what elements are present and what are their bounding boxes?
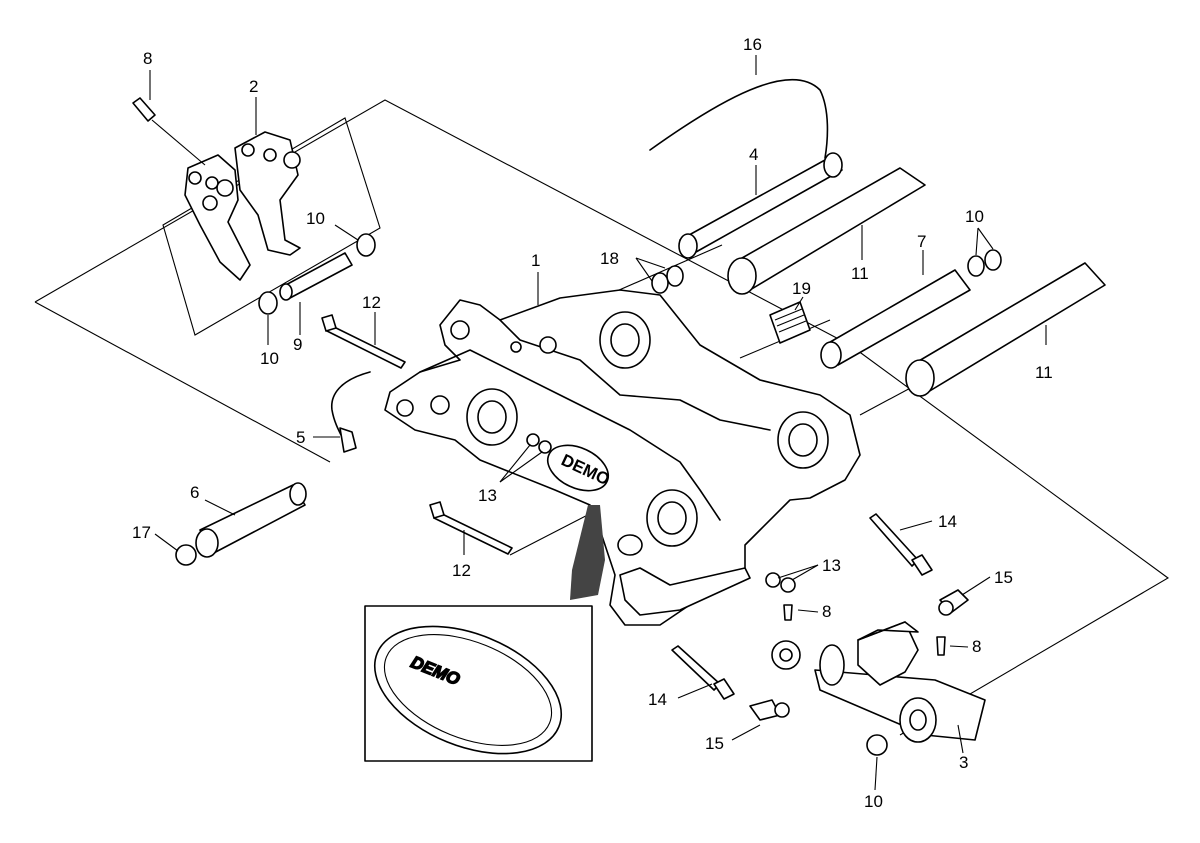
part-11-pin-upper <box>727 167 926 295</box>
leader-lines <box>149 55 1047 791</box>
callout-8: 8 <box>972 637 981 656</box>
callout-7: 7 <box>917 232 926 251</box>
part-8-grease-nipple <box>132 97 206 166</box>
callout-13: 13 <box>478 486 497 505</box>
callout-12: 12 <box>452 561 471 580</box>
callout-14: 14 <box>648 690 667 709</box>
part-6-pin <box>195 482 307 558</box>
part-14-hose-upper <box>869 513 933 576</box>
callout-labels: 8 2 16 4 10 10 9 12 5 6 17 1 18 11 7 10 … <box>132 35 1053 811</box>
part-9-pin <box>279 252 353 301</box>
part-3-cylinder <box>771 621 986 743</box>
part-4-pin <box>678 152 843 259</box>
callout-10: 10 <box>864 792 883 811</box>
part-12-bolt-upper <box>321 314 406 369</box>
callout-12: 12 <box>362 293 381 312</box>
callout-2: 2 <box>249 77 258 96</box>
callout-3: 3 <box>959 753 968 772</box>
part-13-nuts <box>526 433 796 593</box>
part-16-cable <box>649 78 829 159</box>
retaining-rings <box>175 233 1002 756</box>
callout-1: 1 <box>531 251 540 270</box>
callout-15: 15 <box>994 568 1013 587</box>
callout-10: 10 <box>260 349 279 368</box>
callout-8: 8 <box>822 602 831 621</box>
part-2-bracket <box>162 117 381 336</box>
callout-8: 8 <box>143 49 152 68</box>
part-5-lock-pin <box>330 371 371 453</box>
callout-11: 11 <box>1035 363 1053 382</box>
part-7-pin <box>820 269 971 369</box>
callout-18: 18 <box>600 249 619 268</box>
part-11-pin-lower <box>905 262 1106 397</box>
callout-10: 10 <box>965 207 984 226</box>
callout-15: 15 <box>705 734 724 753</box>
callout-11: 11 <box>851 264 869 283</box>
callout-16: 16 <box>743 35 762 54</box>
part-12-bolt-lower <box>429 501 513 555</box>
part-14-hose-lower <box>671 645 735 700</box>
callout-17: 17 <box>132 523 151 542</box>
zoom-pointer <box>570 505 605 600</box>
part-19-label-plate <box>769 301 811 344</box>
callout-14: 14 <box>938 512 957 531</box>
callout-6: 6 <box>190 483 199 502</box>
part-15-elbow-upper <box>938 589 969 616</box>
logo-zoom-inset: DEMO <box>364 605 593 762</box>
callout-19: 19 <box>792 279 811 298</box>
part-8-grease-nipples-cylinder <box>783 604 946 656</box>
callout-13: 13 <box>822 556 841 575</box>
part-15-elbow-lower <box>749 699 790 721</box>
callout-9: 9 <box>293 335 302 354</box>
part-1-main-frame: DEMO <box>384 289 861 626</box>
callout-10: 10 <box>306 209 325 228</box>
callout-4: 4 <box>749 145 758 164</box>
callout-5: 5 <box>296 428 305 447</box>
